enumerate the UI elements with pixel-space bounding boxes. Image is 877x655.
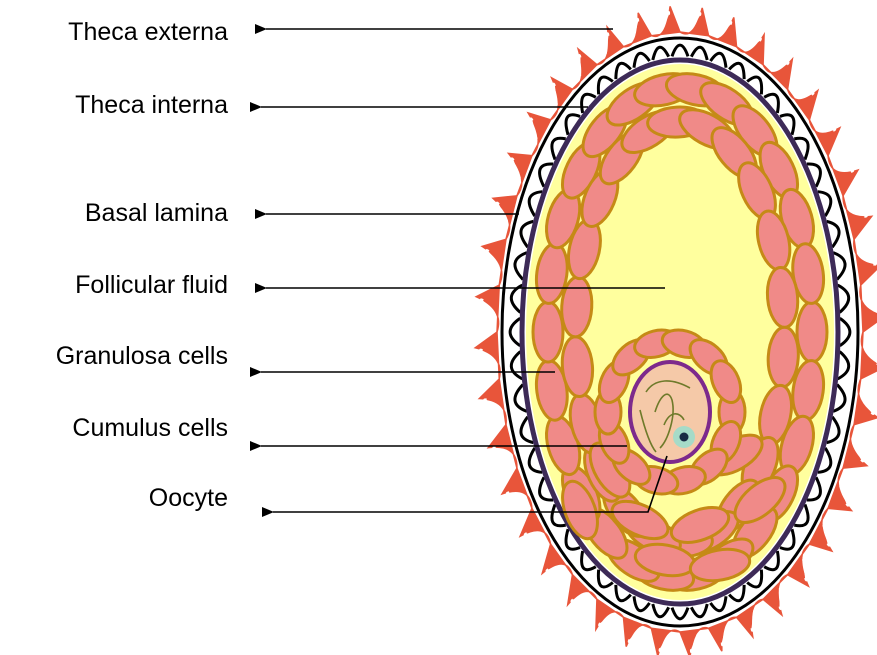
- theca-externa-highlight: [819, 129, 835, 130]
- label-granulosa-cells: Granulosa cells: [56, 342, 228, 370]
- granulosa-cell: [797, 302, 827, 362]
- labels: Theca externa Theca interna Basal lamina…: [56, 18, 228, 512]
- oocyte-cell: [630, 362, 710, 462]
- theca-externa-highlight: [525, 534, 541, 535]
- label-basal-lamina: Basal lamina: [85, 199, 228, 227]
- theca-externa-highlight: [837, 168, 853, 171]
- granulosa-cell: [533, 302, 563, 362]
- theca-externa-spike: [861, 332, 877, 379]
- theca-externa-highlight: [780, 588, 781, 608]
- follicle: [475, 6, 877, 655]
- theca-externa-spike: [479, 379, 506, 425]
- label-follicular-fluid: Follicular fluid: [75, 271, 228, 299]
- zona-pellucida: [630, 362, 710, 462]
- label-theca-interna: Theca interna: [75, 91, 228, 119]
- label-oocyte: Oocyte: [149, 484, 228, 512]
- theca-externa-highlight: [507, 493, 523, 496]
- theca-externa-highlight: [579, 56, 580, 76]
- nucleus: [680, 433, 689, 442]
- label-cumulus-cells: Cumulus cells: [72, 414, 228, 442]
- label-theca-externa: Theca externa: [68, 18, 228, 46]
